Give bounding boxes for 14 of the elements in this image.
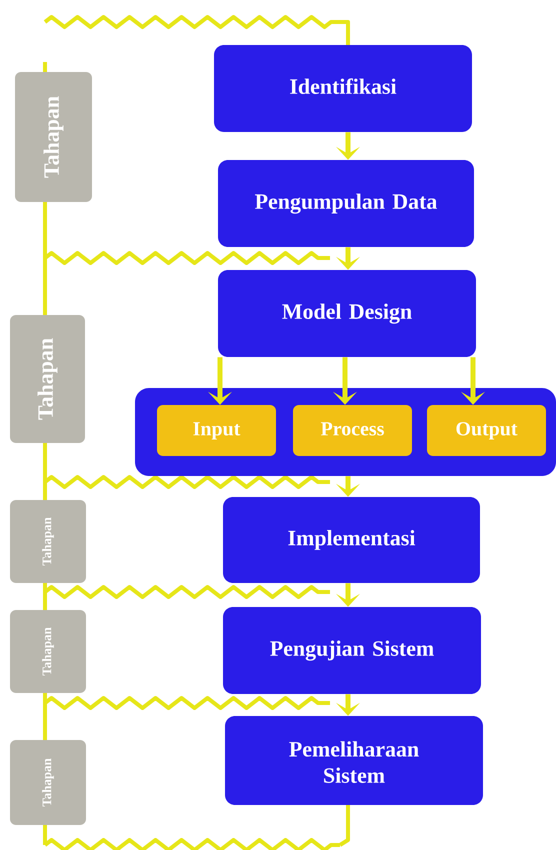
stage-label-box: Tahapan bbox=[10, 315, 85, 443]
stage-label-box: Tahapan bbox=[10, 740, 86, 825]
process-box: Model Design bbox=[218, 270, 476, 357]
process-box: Output bbox=[427, 405, 546, 456]
process-box: Pemeliharaan Sistem bbox=[225, 716, 483, 805]
process-box: Pengumpulan Data bbox=[218, 160, 474, 247]
stage-label-box: Tahapan bbox=[10, 610, 86, 693]
process-box: Process bbox=[293, 405, 412, 456]
stage-label-box: Tahapan bbox=[15, 72, 92, 202]
process-box: Identifikasi bbox=[214, 45, 472, 132]
process-box: Pengujian Sistem bbox=[223, 607, 481, 694]
stage-label-box: Tahapan bbox=[10, 500, 86, 583]
process-box: Implementasi bbox=[223, 497, 480, 583]
process-box: Input bbox=[157, 405, 276, 456]
